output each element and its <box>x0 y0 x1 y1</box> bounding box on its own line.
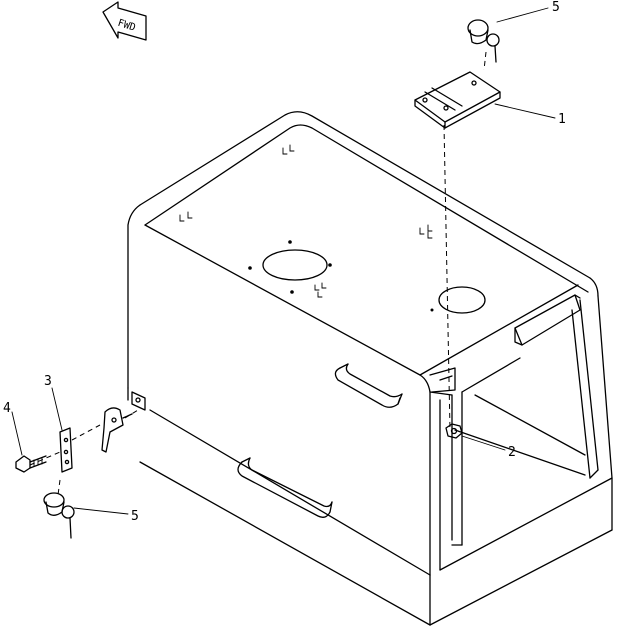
leader-lines <box>11 7 556 515</box>
alignment-lines <box>29 51 487 496</box>
callout-2: 2 <box>508 445 516 460</box>
front-handle <box>237 461 331 518</box>
side-handle <box>334 367 401 408</box>
callout-5-top: 5 <box>552 0 560 15</box>
bolt-part <box>15 455 47 473</box>
fwd-label: FWD <box>116 18 137 34</box>
hinge-part <box>414 71 501 129</box>
center-hole <box>262 249 328 281</box>
nut-part <box>445 423 463 439</box>
callout-1: 1 <box>558 112 566 127</box>
latch-hook <box>101 407 133 453</box>
cover-box <box>127 111 613 626</box>
key-lock-bottom <box>43 492 75 539</box>
callout-5-bottom: 5 <box>131 509 139 524</box>
callout-4: 4 <box>3 401 11 416</box>
latch-plate <box>59 427 73 473</box>
fwd-arrow-icon: FWD <box>102 1 147 41</box>
key-lock-top <box>467 19 500 63</box>
slot-marks <box>179 144 433 298</box>
right-hole <box>438 286 486 314</box>
callout-3: 3 <box>44 374 52 389</box>
